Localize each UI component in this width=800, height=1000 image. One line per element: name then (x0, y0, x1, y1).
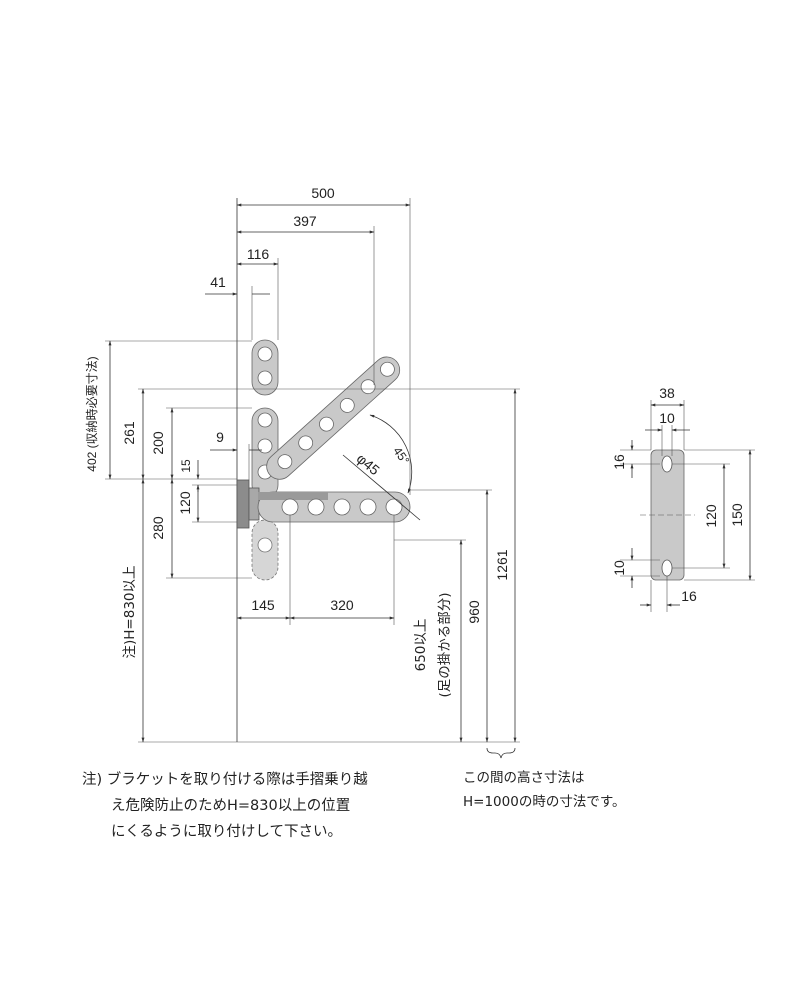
diagonal-arm (266, 356, 401, 480)
dim-15: 15 (179, 459, 193, 473)
main-note-line1: 注) ブラケットを取り付ける際は手摺乗り越 (82, 770, 368, 788)
front-view: 500 397 116 41 9 (85, 185, 520, 759)
right-dimensions: 1261 960 650以上 (足の掛かる部分) (237, 388, 520, 759)
dim-500: 500 (311, 185, 335, 201)
brace (486, 747, 516, 759)
dim-145: 145 (251, 597, 275, 613)
dim-402: 402 (85, 451, 99, 471)
dim-280: 280 (150, 516, 166, 540)
dim-phi45: φ45 (354, 450, 383, 478)
wall-bracket (236, 479, 250, 529)
side-view: 38 10 16 120 150 10 16 (611, 385, 755, 612)
dim-H830: 注)H=830以上 (122, 566, 138, 659)
dim-41: 41 (210, 274, 226, 290)
dim-9: 9 (216, 429, 224, 445)
dim-402-note: (収納時必要寸法) (85, 356, 99, 448)
side-dim-16-left: 16 (611, 454, 627, 470)
upright-arm (251, 339, 279, 581)
side-dim-10-top: 10 (659, 410, 675, 426)
dim-9-group: 9 (210, 429, 262, 480)
bracket-hinge (248, 487, 260, 521)
side-note-line2: H=1000の時の寸法です。 (463, 794, 625, 810)
dim-116: 116 (247, 246, 270, 262)
side-note: この間の高さ寸法は H=1000の時の寸法です。 (463, 769, 625, 810)
dim-650-note: (足の掛かる部分) (437, 592, 453, 697)
dim-120: 120 (177, 491, 193, 515)
left-dimensions: 402 (収納時必要寸法) 261 200 15 120 280 (85, 340, 520, 743)
dim-261: 261 (121, 421, 137, 445)
plate-hole-bottom (661, 559, 673, 577)
dim-397: 397 (293, 213, 317, 229)
dim-320: 320 (330, 597, 354, 613)
dim-45deg: 45° (390, 444, 412, 467)
svg-text:402 (収納時必要寸法): 402 (収納時必要寸法) (85, 356, 99, 471)
main-note-line3: にくるように取り付けして下さい。 (111, 823, 342, 840)
plate-hole-top (661, 455, 673, 473)
dim-650: 650以上 (413, 619, 429, 672)
horizontal-arm (257, 491, 411, 523)
side-dim-120: 120 (703, 504, 719, 528)
side-dim-150: 150 (729, 503, 745, 527)
main-note: 注) ブラケットを取り付ける際は手摺乗り越 え危険防止のためH=830以上の位置… (82, 770, 368, 840)
side-dim-38: 38 (659, 385, 675, 401)
side-dim-10-bottom: 10 (611, 560, 627, 576)
main-note-line2: え危険防止のためH=830以上の位置 (111, 797, 350, 814)
dim-1261: 1261 (494, 549, 510, 580)
side-dim-16-bottom: 16 (681, 588, 697, 604)
bottom-dimensions: 145 320 (236, 515, 395, 625)
dim-200: 200 (150, 431, 166, 455)
dim-960: 960 (466, 600, 482, 624)
side-note-line1: この間の高さ寸法は (463, 769, 585, 786)
